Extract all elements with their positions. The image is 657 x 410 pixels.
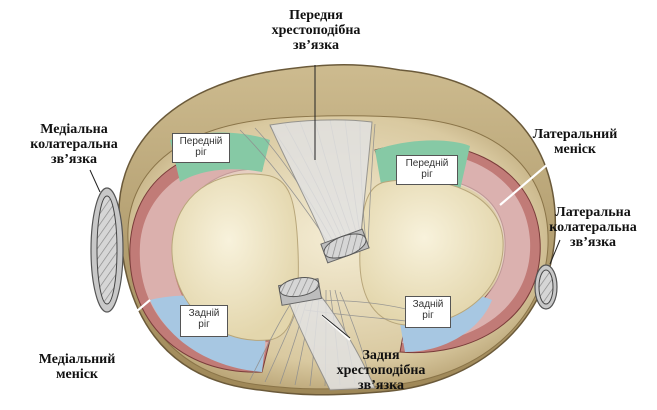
horn-label-line: Передній xyxy=(400,158,454,169)
label-line: колатеральна xyxy=(20,137,128,152)
horn-label-line: ріг xyxy=(409,310,447,321)
label-line: Медіальний xyxy=(28,352,126,367)
mcl-label: Медіальна колатеральна зв’язка xyxy=(20,122,128,167)
label-line: Передня xyxy=(258,8,374,23)
acl-label: Передня хрестоподібна зв’язка xyxy=(258,8,374,53)
lateral-anterior-horn-label: Передній ріг xyxy=(396,155,458,185)
lateral-meniscus-label: Латеральний меніск xyxy=(522,127,628,157)
medial-anterior-horn-label: Передній ріг xyxy=(172,133,230,163)
label-line: зв’язка xyxy=(538,235,648,250)
label-line: Латеральний xyxy=(522,127,628,142)
medial-meniscus-label: Медіальний меніск xyxy=(28,352,126,382)
label-line: колатеральна xyxy=(538,220,648,235)
medial-posterior-horn-label: Задній ріг xyxy=(180,305,228,337)
label-line: меніск xyxy=(522,142,628,157)
medial-collateral-ligament-shape xyxy=(91,188,123,312)
label-line: зв’язка xyxy=(20,152,128,167)
lateral-posterior-horn-label: Задній ріг xyxy=(405,296,451,328)
horn-label-line: Передній xyxy=(176,136,226,147)
label-line: Задня xyxy=(322,348,440,363)
horn-label-line: ріг xyxy=(184,319,224,330)
horn-label-line: Задній xyxy=(184,308,224,319)
label-line: хрестоподібна xyxy=(258,23,374,38)
horn-label-line: Задній xyxy=(409,299,447,310)
pcl-label: Задня хрестоподібна зв’язка xyxy=(322,348,440,393)
lcl-label: Латеральна колатеральна зв’язка xyxy=(538,205,648,250)
label-line: Медіальна xyxy=(20,122,128,137)
label-line: зв’язка xyxy=(258,38,374,53)
label-line: хрестоподібна xyxy=(322,363,440,378)
horn-label-line: ріг xyxy=(176,147,226,158)
lateral-collateral-ligament-shape xyxy=(535,265,557,309)
label-line: зв’язка xyxy=(322,378,440,393)
label-line: Латеральна xyxy=(538,205,648,220)
horn-label-line: ріг xyxy=(400,169,454,180)
label-line: меніск xyxy=(28,367,126,382)
